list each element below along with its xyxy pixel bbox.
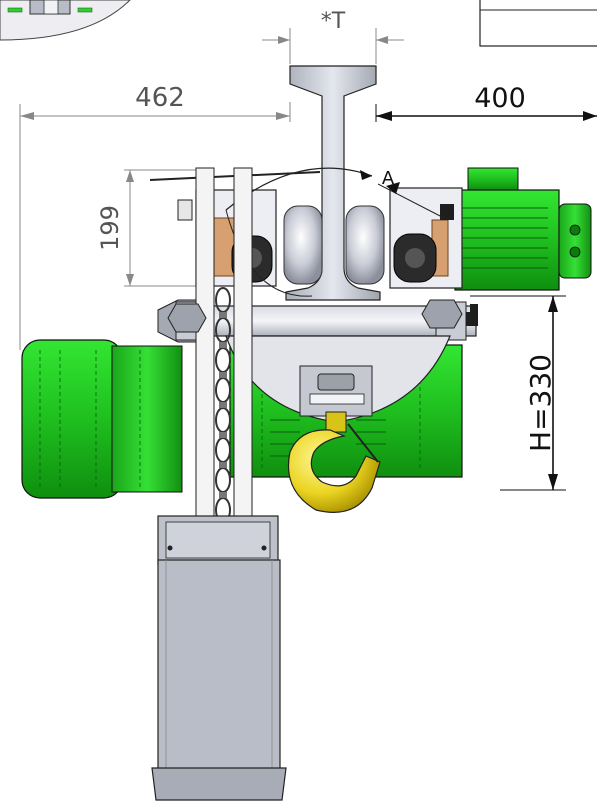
section-marker-label: A xyxy=(382,168,395,189)
wheel-height-label: 199 xyxy=(96,205,124,251)
height-dimension xyxy=(470,295,566,491)
flange-width-label: *T xyxy=(321,9,346,34)
hook xyxy=(287,411,381,513)
load-chain xyxy=(195,167,253,589)
right-extent-label: 400 xyxy=(474,83,526,114)
trolley-motor xyxy=(454,167,592,291)
hook-block-plate xyxy=(225,335,451,423)
top-left-detail-fragment xyxy=(0,0,131,41)
fastener-nuts xyxy=(167,299,463,333)
left-extent-label: 462 xyxy=(135,83,185,113)
right-extent-dimension xyxy=(375,104,597,122)
height-label: H=330 xyxy=(524,354,557,452)
chain-container xyxy=(151,515,287,801)
flange-width-dimension xyxy=(262,28,404,64)
trolley-wheels xyxy=(231,205,437,285)
title-block-fragment xyxy=(479,0,597,47)
left-extent-dimension xyxy=(19,102,291,350)
